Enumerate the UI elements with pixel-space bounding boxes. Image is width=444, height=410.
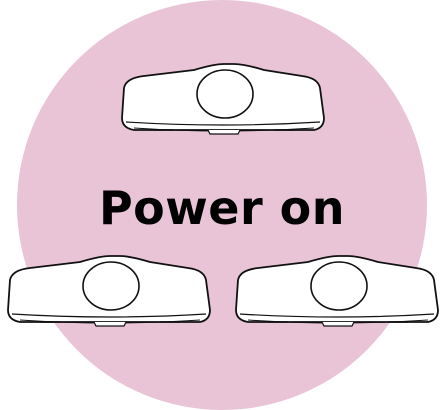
projector-top bbox=[122, 64, 324, 134]
power-on-label: Power on bbox=[0, 180, 444, 236]
projector-bottom-right bbox=[236, 256, 438, 326]
projector-bottom-left bbox=[8, 256, 210, 326]
